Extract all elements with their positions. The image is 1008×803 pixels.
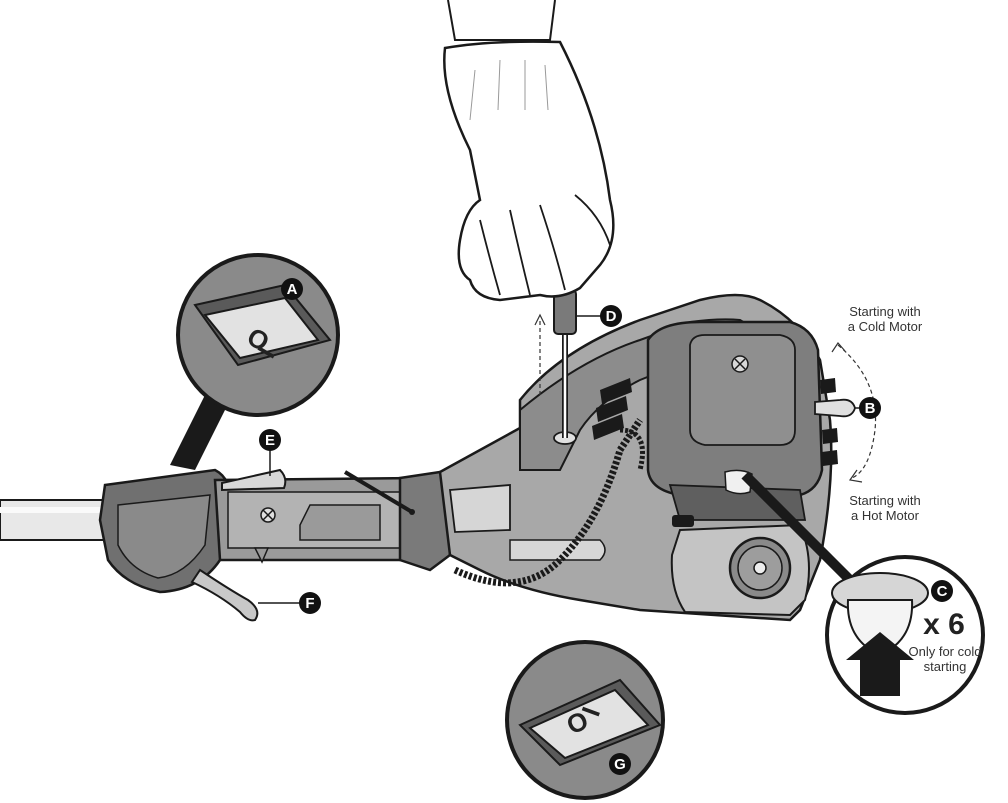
callout-a-label: A	[287, 281, 298, 298]
primer-zoom-c: x 6 Only for cold starting	[825, 555, 985, 715]
engine-housing	[438, 293, 856, 622]
primer-count: x 6	[923, 608, 965, 641]
callout-f: F	[258, 592, 321, 614]
callout-f-label: F	[305, 595, 314, 612]
callout-e: E	[259, 429, 281, 476]
callout-d-label: D	[606, 308, 617, 325]
label-cold-line1: Starting with	[849, 304, 921, 319]
switch-zoom-a: O I	[170, 253, 340, 470]
trigger-handle	[98, 468, 452, 622]
callout-e-label: E	[265, 432, 275, 449]
callout-g: G	[609, 753, 631, 775]
primer-note-line1: Only for cold	[909, 644, 982, 659]
callout-a: A	[281, 278, 303, 300]
callout-c: C	[931, 580, 953, 602]
label-hot-line1: Starting with	[849, 493, 921, 508]
label-cold-line2: a Cold Motor	[848, 319, 923, 334]
callout-b: B	[855, 397, 881, 419]
primer-note-line2: starting	[924, 659, 967, 674]
screwdriver-tool	[534, 289, 577, 438]
label-hot-line2: a Hot Motor	[851, 508, 920, 523]
gloved-hand-illustration	[443, 0, 615, 302]
choke-arc-arrows	[831, 342, 877, 483]
callout-g-label: G	[614, 756, 626, 773]
callout-c-label: C	[937, 583, 948, 600]
callout-d: D	[576, 305, 622, 327]
callout-b-label: B	[865, 400, 876, 417]
primer-leader-line	[741, 471, 864, 594]
switch-zoom-g: O I	[505, 640, 665, 800]
